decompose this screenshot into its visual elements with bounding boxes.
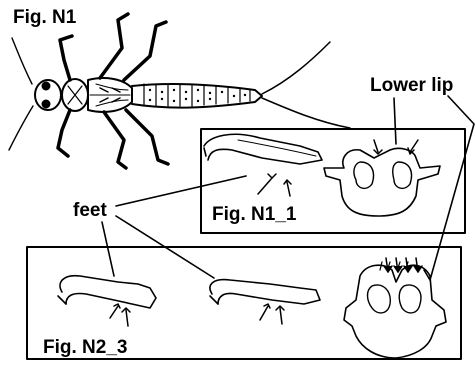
leg-n1-1 (204, 134, 322, 164)
lower-lip-label: Lower lip (370, 76, 453, 95)
feet-label: feet (73, 201, 107, 220)
figure-title-n1-1: Fig. N1_1 (212, 205, 296, 224)
nymph-drawing (9, 14, 350, 168)
figure-title-n2-3: Fig. N2_3 (43, 338, 127, 357)
leg-n2-3-middle (210, 280, 320, 304)
figure-title-n1: Fig. N1 (13, 8, 76, 27)
leg-n2-3-left (58, 276, 156, 308)
lower-lip-n1-1 (324, 148, 440, 216)
